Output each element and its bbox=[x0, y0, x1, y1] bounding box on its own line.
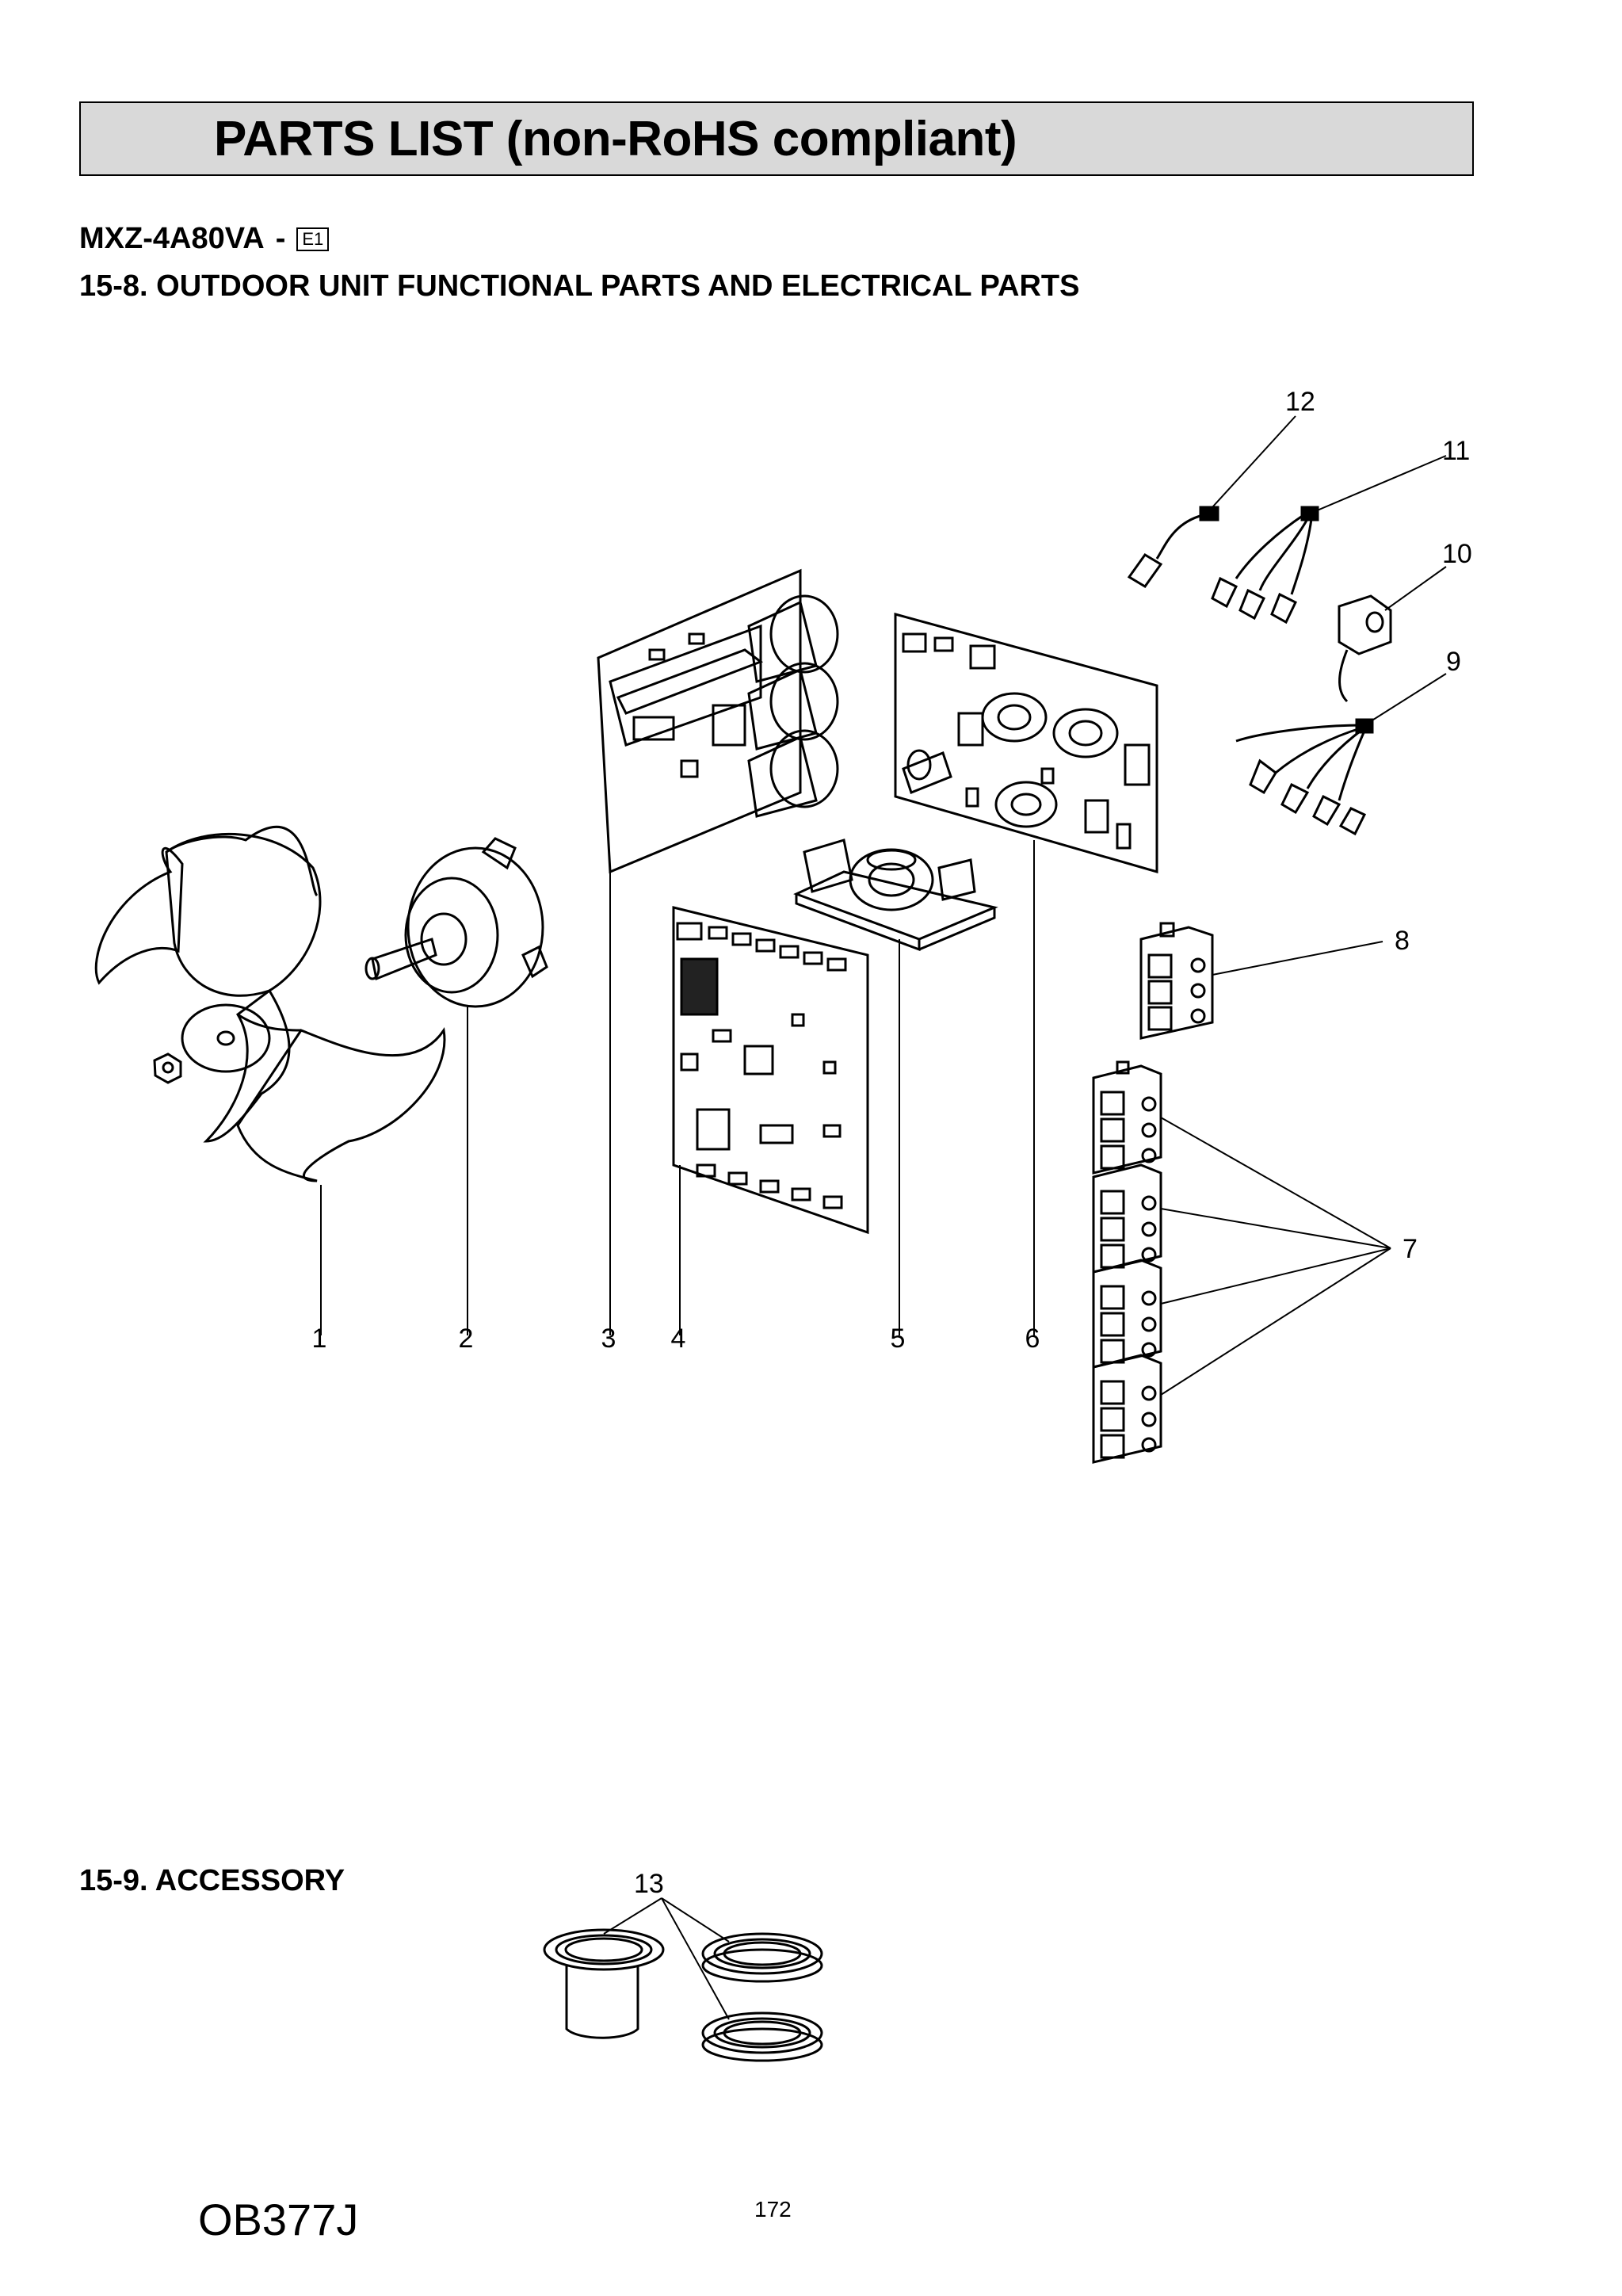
callout-10: 10 bbox=[1442, 539, 1472, 569]
callout-12: 12 bbox=[1285, 387, 1315, 417]
callout-4: 4 bbox=[671, 1324, 686, 1354]
current-sensor-illustration bbox=[1338, 566, 1447, 703]
page-number: 172 bbox=[754, 2197, 792, 2222]
callout-6: 6 bbox=[1025, 1324, 1040, 1354]
page-title: PARTS LIST (non-RoHS compliant) bbox=[214, 112, 1017, 166]
accessory-bushings-illustration bbox=[543, 1897, 823, 2062]
callout-1: 1 bbox=[312, 1324, 327, 1354]
page-title-box: PARTS LIST (non-RoHS compliant) bbox=[79, 101, 1474, 176]
reactor-board-illustration bbox=[793, 839, 998, 1335]
capacitor-board-illustration bbox=[597, 568, 839, 1335]
model-line: MXZ-4A80VA-E1 bbox=[79, 222, 330, 256]
callout-8: 8 bbox=[1395, 926, 1410, 956]
callout-2: 2 bbox=[459, 1324, 474, 1354]
control-board-illustration bbox=[672, 906, 869, 1335]
small-terminal-block-illustration bbox=[1139, 922, 1383, 1040]
thermistor-single-illustration bbox=[1127, 415, 1296, 588]
thermistor-4lead-illustration bbox=[1235, 673, 1447, 836]
callout-5: 5 bbox=[891, 1324, 906, 1354]
callout-13: 13 bbox=[634, 1869, 664, 1899]
model-separator: - bbox=[275, 222, 286, 255]
fan-motor-illustration bbox=[364, 837, 548, 1335]
section-heading-functional-parts: 15-8. OUTDOOR UNIT FUNCTIONAL PARTS AND … bbox=[79, 269, 1080, 303]
fan-propeller-illustration bbox=[94, 825, 446, 1335]
revision-mark: E1 bbox=[296, 227, 330, 251]
callout-7: 7 bbox=[1403, 1234, 1418, 1264]
section-heading-accessory: 15-9. ACCESSORY bbox=[79, 1864, 345, 1897]
callout-11: 11 bbox=[1442, 436, 1470, 466]
power-board-illustration bbox=[894, 613, 1158, 1335]
callout-3: 3 bbox=[601, 1324, 616, 1354]
terminal-blocks-illustration bbox=[1092, 1060, 1391, 1464]
callout-9: 9 bbox=[1446, 647, 1461, 677]
document-code: OB377J bbox=[198, 2195, 359, 2244]
model-name: MXZ-4A80VA bbox=[79, 222, 265, 255]
thermistor-3lead-illustration bbox=[1211, 455, 1447, 625]
